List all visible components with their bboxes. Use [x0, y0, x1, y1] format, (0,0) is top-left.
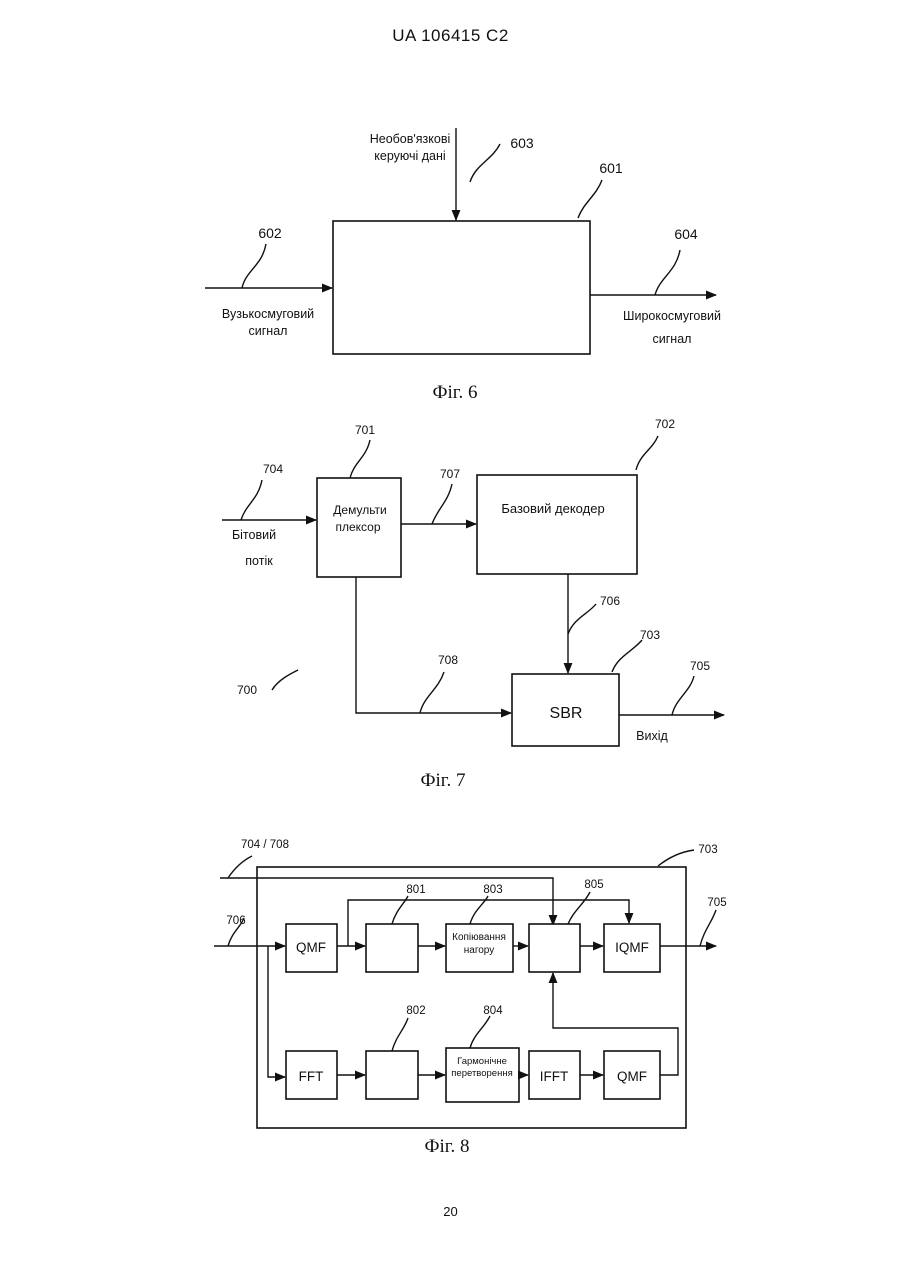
fig6-ref-604: 604 — [674, 226, 698, 242]
fig6-main-box — [333, 221, 590, 354]
fig7-ref-700: 700 — [237, 683, 257, 697]
fig7-demux-sbr-arrow — [356, 577, 511, 713]
fig6-leader-603 — [470, 144, 500, 182]
figure-6: Необов'язкові керуючі дані 603 601 602 6… — [205, 128, 721, 403]
fig6-output-label-1: Широкосмуговий — [623, 309, 721, 323]
fig7-leader-702 — [636, 436, 658, 470]
fig8-harm-label-1: Гармонічне — [457, 1056, 507, 1067]
fig6-top-label-2: керуючі дані — [374, 149, 445, 163]
fig6-leader-602 — [242, 244, 266, 288]
fig7-input-label-2: потік — [245, 554, 273, 568]
fig8-ref-705: 705 — [707, 897, 726, 909]
fig7-output-label: Вихід — [636, 729, 668, 743]
fig6-ref-603: 603 — [510, 135, 534, 151]
fig8-iqmf-label: IQMF — [615, 940, 649, 955]
fig7-demux-label-2: плексор — [335, 520, 380, 534]
fig7-leader-707 — [432, 484, 452, 524]
fig7-ref-704: 704 — [263, 462, 283, 476]
fig6-ref-602: 602 — [258, 225, 282, 241]
fig8-qmf-label: QMF — [296, 940, 326, 955]
fig8-fft-label: FFT — [299, 1069, 324, 1084]
fig7-ref-706: 706 — [600, 594, 620, 608]
fig8-ref-803: 803 — [483, 884, 502, 896]
fig8-ref-801: 801 — [406, 884, 425, 896]
fig8-802-box — [366, 1051, 418, 1099]
fig8-ref-703: 703 — [698, 844, 717, 856]
fig8-leader-705 — [700, 910, 716, 946]
fig7-leader-701 — [350, 440, 370, 478]
fig8-ifft-label: IFFT — [540, 1069, 569, 1084]
fig7-leader-708 — [420, 672, 444, 713]
fig7-caption: Фіг. 7 — [421, 770, 466, 791]
fig8-ref-704-708: 704 / 708 — [241, 839, 289, 851]
fig7-input-label-1: Бітовий — [232, 528, 276, 542]
fig6-leader-604 — [655, 250, 680, 295]
fig7-ref-707: 707 — [440, 467, 460, 481]
fig8-copy-label-1: Копіювання — [452, 932, 506, 943]
fig8-copy-label-2: нагору — [464, 945, 495, 956]
fig6-top-label-1: Необов'язкові — [370, 132, 451, 146]
fig7-sbr-label: SBR — [550, 705, 583, 722]
fig6-leader-601 — [578, 180, 602, 218]
fig6-input-label-2: сигнал — [249, 324, 288, 338]
fig7-ref-705: 705 — [690, 659, 710, 673]
fig7-ref-701: 701 — [355, 423, 375, 437]
fig8-ref-706: 706 — [226, 915, 245, 927]
fig8-qmf2-label: QMF — [617, 1069, 647, 1084]
fig7-leader-706 — [568, 604, 596, 634]
fig8-ref-802: 802 — [406, 1005, 425, 1017]
fig7-leader-703 — [612, 640, 642, 672]
page-number: 20 — [0, 1204, 901, 1219]
fig8-801-box — [366, 924, 418, 972]
figure-7: Демульти плексор Базовий декодер SBR Біт… — [222, 417, 724, 791]
fig7-leader-700 — [272, 670, 298, 690]
fig8-leader-704-708 — [228, 856, 252, 878]
fig8-harm-label-2: перетворення — [451, 1068, 512, 1079]
figure-8: QMF IQMF Копіювання нагору FFT Гармонічн… — [214, 839, 727, 1157]
fig8-ref-805: 805 — [584, 879, 603, 891]
fig7-ref-708: 708 — [438, 653, 458, 667]
fig8-805-box — [529, 924, 580, 972]
fig7-leader-705 — [672, 676, 694, 715]
fig7-core-label: Базовий декодер — [501, 501, 604, 516]
fig7-core-decoder-box — [477, 475, 637, 574]
fig8-ref-804: 804 — [483, 1005, 503, 1017]
fig7-ref-702: 702 — [655, 417, 675, 431]
fig6-output-label-2: сигнал — [653, 332, 692, 346]
fig8-caption: Фіг. 8 — [425, 1136, 470, 1157]
fig8-leader-703 — [658, 850, 694, 866]
fig6-ref-601: 601 — [599, 160, 623, 176]
fig7-demux-label-1: Демульти — [333, 503, 386, 517]
fig7-leader-704 — [241, 480, 262, 520]
fig6-input-label-1: Вузькосмуговий — [222, 307, 314, 321]
fig7-ref-703: 703 — [640, 628, 660, 642]
fig6-caption: Фіг. 6 — [433, 382, 478, 403]
